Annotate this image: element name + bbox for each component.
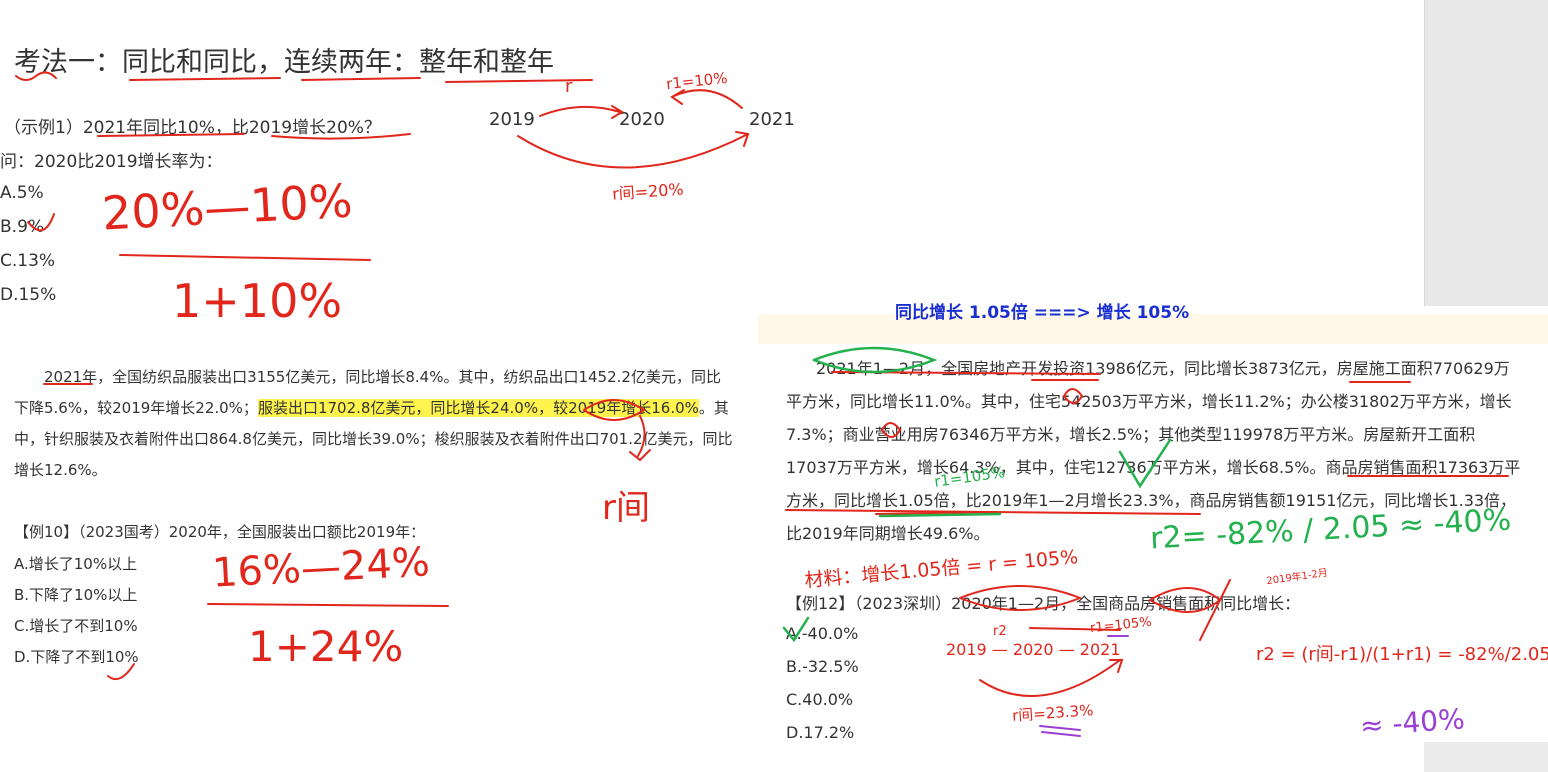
- banner-note: 同比增长 1.05倍 ===> 增长 105%: [895, 303, 1190, 323]
- example10-option-c: C.增长了不到10%: [14, 617, 138, 635]
- ink-fraction2-denominator: 1+24%: [248, 622, 404, 671]
- ink-rjian-20: r间=20%: [611, 179, 685, 204]
- passage-textile-part1: 2021年，全国纺织品服装出口3155亿美元，同比增长8.4%。其中，纺织品出口…: [14, 368, 721, 417]
- example1-question: 问：2020比2019增长率为：: [0, 152, 223, 172]
- example10-option-a: A.增长了10%以上: [14, 555, 138, 573]
- ink-arc-2019-2021-right: [979, 659, 1124, 697]
- ink-fraction-denominator: 1+10%: [172, 274, 343, 328]
- ink-fraction-numerator: 20%—10%: [100, 173, 354, 241]
- ink-arc-2019-2021: [517, 131, 750, 169]
- ink-r1-10: r1=10%: [665, 68, 729, 94]
- ink-arrow-2021-2020: [670, 89, 743, 109]
- ink-rjian: r间: [602, 488, 650, 528]
- page-title: 考法一：同比和同比，连续两年：整年和整年: [14, 47, 554, 78]
- ink-fraction-bar: [119, 254, 371, 261]
- example1-option-d: D.15%: [0, 285, 57, 305]
- ink-label-2019: 2019年1-2月: [1265, 567, 1329, 588]
- ink-rjian-233: r间=23.3%: [1011, 701, 1094, 725]
- example10-stem: 【例10】（2023国考）2020年，全国服装出口额比2019年：: [14, 523, 426, 541]
- example1-option-a: A.5%: [0, 183, 44, 203]
- ink-approx: ≈ -40%: [1358, 702, 1466, 743]
- timeline-2019: 2019: [489, 109, 535, 130]
- passage-textile-highlight: 服装出口1702.8亿美元，同比增长24.0%，较2019年增长16.0%: [257, 399, 699, 417]
- example12-option-d: D.17.2%: [786, 723, 855, 742]
- passage-textile-part2: 。其中，针织服装及衣着附件出口864.8亿美元，同比增长39.0%；梭织服装及衣…: [14, 399, 733, 479]
- right-header-strip: [758, 314, 1548, 344]
- example12-stem: 【例12】（2023深圳）2020年1—2月，全国商品房销售面积同比增长：: [786, 594, 1301, 613]
- example12-option-c: C.40.0%: [786, 690, 854, 709]
- ink-purple-marks: [1039, 725, 1081, 737]
- ink-fraction2-numerator: 16%—24%: [210, 539, 431, 597]
- ink-r: r: [565, 76, 573, 97]
- example12-option-a: A.-40.0%: [786, 624, 859, 643]
- example1-option-b: B.9%: [0, 217, 45, 237]
- passage-textile: 2021年，全国纺织品服装出口3155亿美元，同比增长8.4%。其中，纺织品出口…: [14, 362, 734, 486]
- timeline-2020: 2020: [619, 109, 665, 130]
- example10-option-d: D.下降了不到10%: [14, 648, 139, 666]
- right-gray-panel: [1424, 0, 1548, 306]
- ink-fraction2-bar: [207, 603, 449, 607]
- example1-stem: （示例1）2021年同比10%，比2019增长20%？: [4, 118, 381, 138]
- ink-r1: r1=105%: [1089, 614, 1153, 637]
- ink-arrow-2019-2020: [539, 105, 624, 119]
- ink-years: 2019 — 2020 — 2021: [946, 640, 1121, 659]
- ink-formula: r2 = (r间-r1)/(1+r1) = -82%/2.05: [1256, 644, 1548, 665]
- example10-option-b: B.下降了10%以上: [14, 586, 138, 604]
- timeline-2021: 2021: [749, 109, 795, 130]
- right-gray-panel-bottom: [1424, 742, 1548, 772]
- example12-option-b: B.-32.5%: [786, 657, 859, 676]
- example1-option-c: C.13%: [0, 251, 56, 271]
- ink-r2: r2: [993, 624, 1007, 639]
